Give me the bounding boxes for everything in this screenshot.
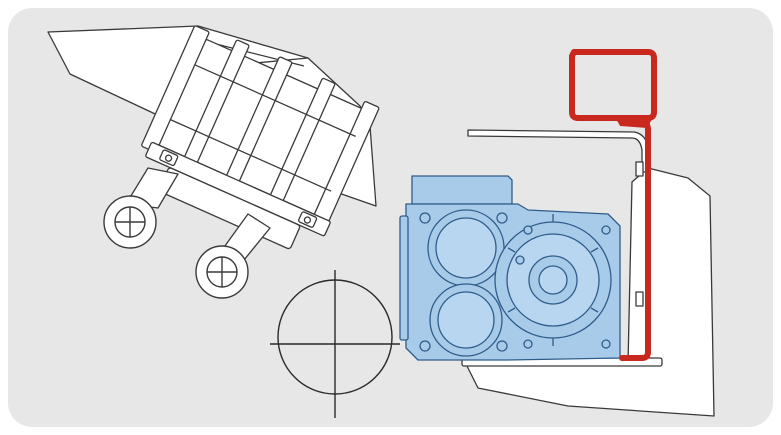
wheel-left xyxy=(103,195,157,249)
mounting-base xyxy=(461,129,715,417)
bracket-joint xyxy=(616,118,652,128)
gearbox xyxy=(399,175,621,361)
technical-illustration xyxy=(47,25,715,418)
tilted-drum-assembly xyxy=(47,25,380,261)
diagram-panel xyxy=(8,8,773,427)
crosshair-circle xyxy=(270,270,400,418)
wheel-right xyxy=(195,245,249,299)
